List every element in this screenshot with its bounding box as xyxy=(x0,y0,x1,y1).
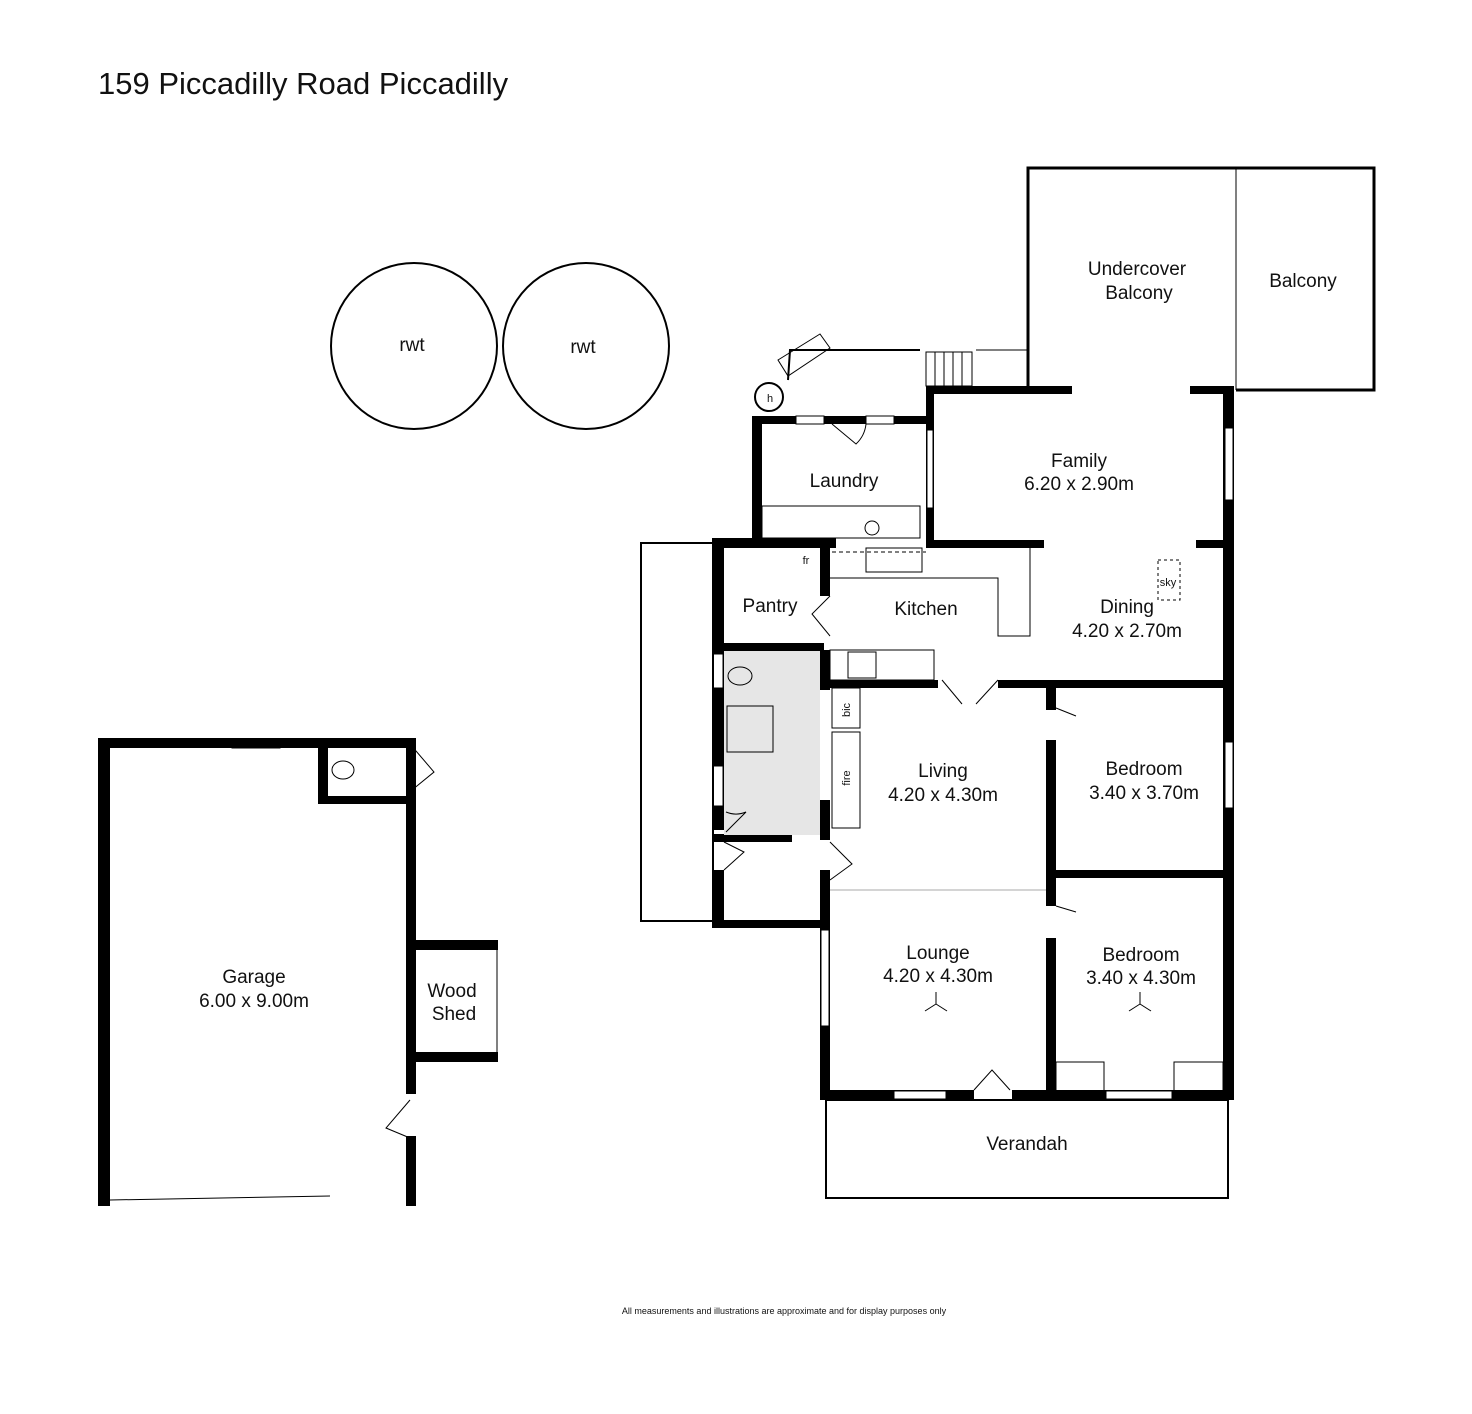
wood-shed-name-1: Wood xyxy=(427,981,476,1002)
shower xyxy=(726,705,774,753)
garage-name: Garage xyxy=(222,967,285,988)
disclaimer: All measurements and illustrations are a… xyxy=(621,1306,947,1316)
pantry-name: Pantry xyxy=(743,596,798,617)
rwt-tank-right xyxy=(502,262,670,430)
fan-icon xyxy=(1128,992,1152,1012)
room-labels: Family 6.20 x 2.90m Laundry Pantry Kitch… xyxy=(199,451,1199,1155)
cooktop xyxy=(847,651,877,679)
hws-label: h xyxy=(767,393,773,405)
undercover-balcony-label-1: Undercover xyxy=(1088,259,1187,280)
garage-size: 6.00 x 9.00m xyxy=(199,991,309,1012)
page-title: 159 Piccadilly Road Piccadilly xyxy=(98,66,509,101)
bedroom1-size: 3.40 x 3.70m xyxy=(1089,783,1199,804)
bedroom2-size: 3.40 x 4.30m xyxy=(1086,968,1196,989)
family-size: 6.20 x 2.90m xyxy=(1024,474,1134,495)
garage-toilet xyxy=(331,760,355,780)
verandah-outline xyxy=(825,1099,1229,1199)
fire-label: fire xyxy=(841,770,853,785)
rainwater-tanks: rwt rwt xyxy=(330,262,670,430)
kitchen-fittings: fr sky xyxy=(761,505,1181,681)
rwt-tank-left xyxy=(330,262,498,430)
verandah-name: Verandah xyxy=(986,1134,1067,1155)
dining-name: Dining xyxy=(1100,597,1154,618)
fridge-label: fr xyxy=(803,555,810,567)
skylight-label: sky xyxy=(1160,577,1177,589)
garage-walls xyxy=(98,738,498,1206)
rwt-label-right: rwt xyxy=(570,337,596,358)
undercover-balcony-label-2: Balcony xyxy=(1105,283,1173,304)
balcony-area: Undercover Balcony Balcony xyxy=(925,166,1376,392)
ceiling-fans xyxy=(924,992,1152,1012)
living-name: Living xyxy=(918,761,968,782)
lounge-name: Lounge xyxy=(906,943,969,964)
bedroom2-name: Bedroom xyxy=(1102,945,1179,966)
hot-water-service xyxy=(754,382,784,412)
living-size: 4.20 x 4.30m xyxy=(888,785,998,806)
living-fittings: bic fire xyxy=(830,687,1224,1090)
lounge-size: 4.20 x 4.30m xyxy=(883,966,993,987)
bedroom1-name: Bedroom xyxy=(1105,759,1182,780)
rwt-label-left: rwt xyxy=(399,335,425,356)
family-name: Family xyxy=(1051,451,1107,472)
side-porch: h xyxy=(640,333,920,922)
kitchen-name: Kitchen xyxy=(894,599,957,620)
steps xyxy=(925,351,973,387)
fan-icon xyxy=(924,992,948,1012)
dining-size: 4.20 x 2.70m xyxy=(1072,621,1182,642)
wood-shed-name-2: Shed xyxy=(432,1004,476,1025)
laundry-name: Laundry xyxy=(810,471,879,492)
bathroom xyxy=(724,651,820,835)
balcony-label: Balcony xyxy=(1269,271,1337,292)
sink xyxy=(865,547,923,573)
bic-label: bic xyxy=(841,702,853,717)
skylight xyxy=(1157,559,1181,601)
